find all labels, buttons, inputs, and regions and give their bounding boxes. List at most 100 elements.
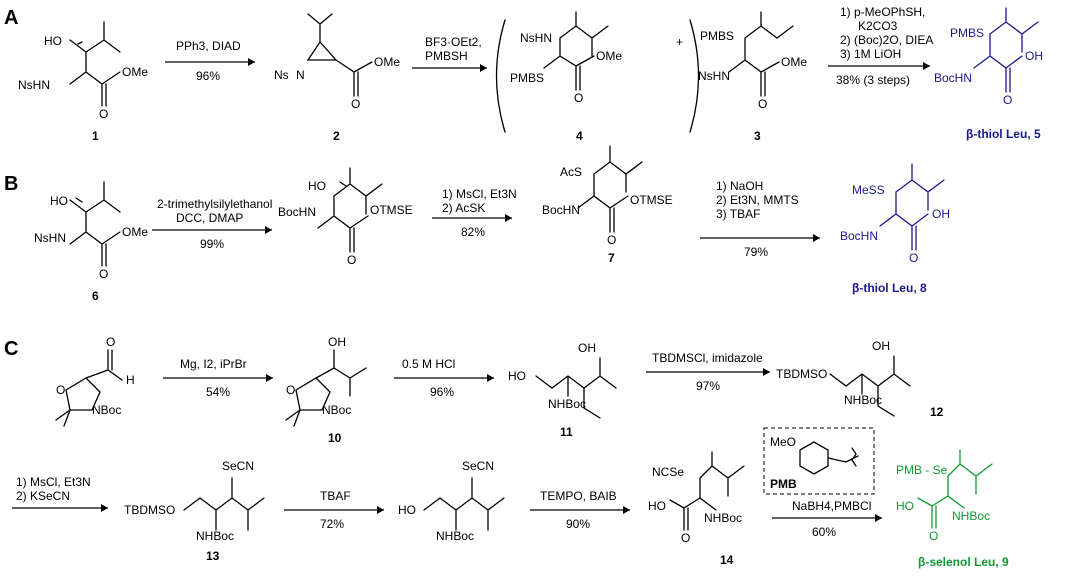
reagent: 3) TBAF <box>716 207 760 221</box>
panel-label-a: A <box>4 7 18 29</box>
step-c5: TBAF 72% <box>284 489 384 531</box>
group-nhboc: NHBoc <box>436 529 474 543</box>
group-o: O <box>929 529 938 543</box>
group-o: O <box>56 383 65 397</box>
compound-number: 13 <box>206 549 220 563</box>
step-c4: 1) MsCl, Et3N 2) KSeCN <box>12 475 108 512</box>
compound-8: MeSS BocHN OH O β-thiol Leu, 8 <box>840 163 950 295</box>
group-nhboc: NHBoc <box>548 397 586 411</box>
group-bochn: BocHN <box>278 205 316 219</box>
group-oh: OH <box>578 341 596 355</box>
group-ome: OMe <box>122 225 148 239</box>
pmb-structure-box: MeO PMB <box>763 427 875 495</box>
group-ho: HO <box>308 179 326 193</box>
group-nhboc: NHBoc <box>704 511 742 525</box>
compound-number: 7 <box>608 251 615 265</box>
group-mess: MeSS <box>852 183 885 197</box>
step-c2: 0.5 M HCl 96% <box>394 357 494 399</box>
panel-label-b: B <box>4 173 18 195</box>
compound-7: AcS BocHN OTMSE O 7 <box>542 145 673 265</box>
step-b3: 1) NaOH 2) Et3N, MMTS 3) TBAF 79% <box>700 179 820 259</box>
reagent: 2-trimethylsilylethanol <box>157 197 272 211</box>
group-pmb-se: PMB - Se <box>896 463 948 477</box>
group-ho: HO <box>398 503 416 517</box>
group-otmse: OTMSE <box>630 193 673 207</box>
yield: 79% <box>744 245 768 259</box>
group-otmse: OTMSE <box>370 203 413 217</box>
reagent: 2) AcSK <box>442 201 485 215</box>
group-oh: OH <box>872 339 890 353</box>
reagent: PPh3, DIAD <box>176 39 241 53</box>
yield: 38% (3 steps) <box>836 73 910 87</box>
compound-13: TBDMSO SeCN NHBoc 13 <box>124 459 265 563</box>
step-a1: PPh3, DIAD 96% <box>165 39 255 83</box>
group-ome: OMe <box>781 55 807 69</box>
compound-6: HO NsHN OMe O 6 <box>34 181 148 303</box>
compound-number: 1 <box>92 129 99 143</box>
group-nhboc: NHBoc <box>952 509 990 523</box>
group-pmbs: PMBS <box>510 71 544 85</box>
group-nshn: NsHN <box>698 69 730 83</box>
group-ns: Ns <box>274 68 289 82</box>
compound-ester: HO BocHN OTMSE O <box>278 167 413 267</box>
reagent: 1) NaOH <box>716 179 763 193</box>
group-ome: OMe <box>374 55 400 69</box>
group-oh: HO <box>508 369 526 383</box>
group-o: O <box>574 91 583 105</box>
step-c7: NaBH4,PMBCl 60% <box>772 499 882 539</box>
compound-alcohol: HO SeCN NHBoc <box>398 459 505 543</box>
reagent: NaBH4,PMBCl <box>792 499 871 513</box>
compound-14: NCSe HO NHBoc O 14 <box>648 451 745 567</box>
group-nshn: NsHN <box>34 231 66 245</box>
compound-number: 3 <box>754 129 761 143</box>
group-secn: SeCN <box>462 459 494 473</box>
reagent: BF3·OEt2, <box>425 35 482 49</box>
group-o: O <box>106 335 115 349</box>
group-o: O <box>351 97 360 111</box>
group-tbdmso: TBDMSO <box>776 367 827 381</box>
group-oh: OH <box>328 335 346 349</box>
group-h: H <box>126 373 135 387</box>
product-name: β-selenol Leu, 9 <box>918 555 1009 569</box>
compound-aldehyde: O H O NBoc <box>55 335 135 427</box>
group-pmbs: PMBS <box>950 26 984 40</box>
group-bochn: BocHN <box>934 71 972 85</box>
reagent: 3) 1M LiOH <box>840 47 901 61</box>
step-c3: TBDMSCl, imidazole 97% <box>646 351 770 393</box>
compound-3: PMBS NsHN OMe O 3 <box>698 11 807 143</box>
group-n: N <box>296 68 305 82</box>
compound-number: 10 <box>328 431 342 445</box>
group-ncse: NCSe <box>652 465 684 479</box>
group-meo: MeO <box>770 435 796 449</box>
reagent: K2CO3 <box>858 19 898 33</box>
group-o: O <box>286 383 295 397</box>
compound-9: PMB - Se HO NHBoc O β-selenol Leu, 9 <box>896 449 1009 569</box>
group-ho: HO <box>50 194 68 208</box>
group-nshn: NsHN <box>18 78 50 92</box>
group-ho: HO <box>44 34 62 48</box>
reagent: TBAF <box>320 489 351 503</box>
reagent: 2) (Boc)2O, DIEA <box>840 33 933 47</box>
compound-number: 14 <box>720 553 734 567</box>
reagent: Mg, I2, iPrBr <box>180 357 247 371</box>
reagent: TBDMSCl, imidazole <box>652 351 763 365</box>
pmb-label: PMB <box>770 477 797 491</box>
step-c6: TEMPO, BAIB 90% <box>530 489 630 531</box>
group-tbdmso: TBDMSO <box>124 503 175 517</box>
group-bochn: BocHN <box>542 203 580 217</box>
product-name: β-thiol Leu, 8 <box>852 281 927 295</box>
group-o: O <box>909 251 918 265</box>
group-nhboc: NHBoc <box>844 393 882 407</box>
reagent: TEMPO, BAIB <box>540 489 617 503</box>
group-o: O <box>607 233 616 247</box>
group-ho: HO <box>896 499 914 513</box>
compound-number: 4 <box>576 129 583 143</box>
group-acs: AcS <box>560 165 582 179</box>
group-o: O <box>1003 93 1012 107</box>
plus-sign: + <box>676 35 683 49</box>
yield: 99% <box>200 237 224 251</box>
step-b1: 2-trimethylsilylethanol DCC, DMAP 99% <box>152 197 272 251</box>
step-a3: 1) p-MeOPhSH, K2CO3 2) (Boc)2O, DIEA 3) … <box>828 5 933 87</box>
group-nshn: NsHN <box>520 31 552 45</box>
compound-10: OH O NBoc 10 <box>285 335 367 445</box>
